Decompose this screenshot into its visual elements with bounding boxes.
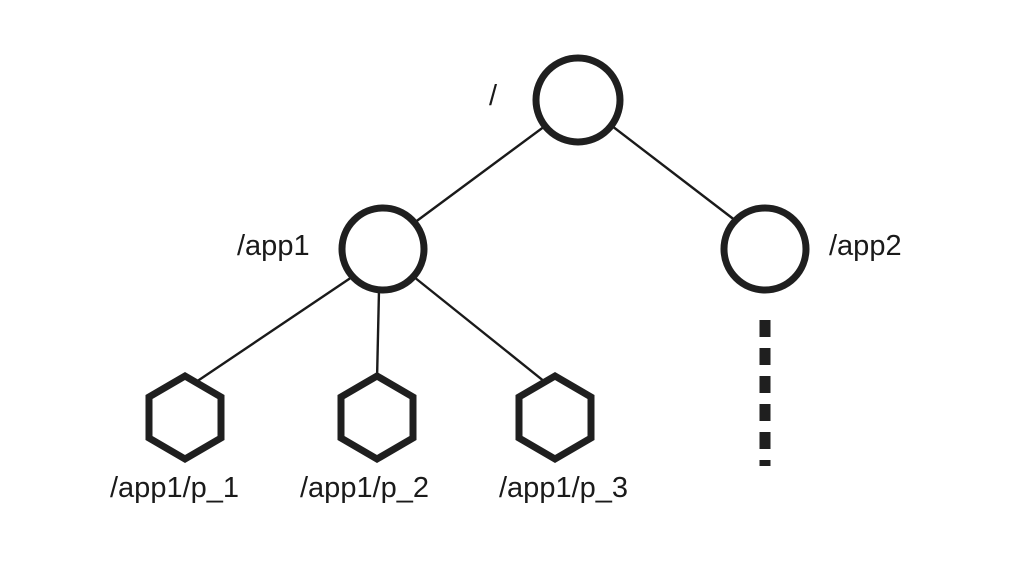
node-app1-label: /app1 bbox=[237, 230, 310, 262]
node-app2-label: /app2 bbox=[829, 230, 902, 262]
node-shape-group bbox=[145, 54, 810, 464]
node-p1-hexagon[interactable] bbox=[145, 371, 225, 464]
edge-app1-to-p1 bbox=[195, 276, 353, 383]
edge-group bbox=[195, 125, 737, 383]
node-p3-label: /app1/p_3 bbox=[499, 472, 629, 504]
node-root-label: / bbox=[489, 80, 498, 112]
node-app2-circle[interactable] bbox=[720, 204, 810, 294]
node-root-circle[interactable] bbox=[532, 54, 624, 146]
node-app1-circle[interactable] bbox=[338, 204, 428, 294]
node-p2-hexagon[interactable] bbox=[337, 371, 417, 464]
edge-app1-to-p3 bbox=[413, 276, 546, 383]
node-p2-label: /app1/p_2 bbox=[300, 472, 430, 504]
edge-root-to-app1 bbox=[413, 125, 546, 224]
node-p3-hexagon[interactable] bbox=[515, 371, 595, 464]
edge-app1-to-p2 bbox=[375, 289, 381, 381]
edge-root-to-app2 bbox=[611, 125, 737, 222]
node-p1-label: /app1/p_1 bbox=[110, 472, 240, 504]
